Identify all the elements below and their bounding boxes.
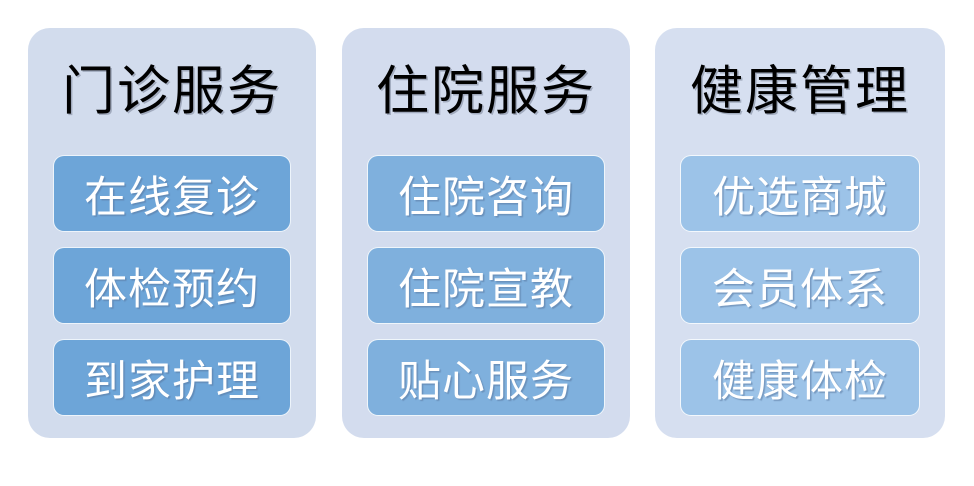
service-button-inpatient-education[interactable]: 住院宣教 (367, 247, 605, 324)
service-panel-health-management: 健康管理 优选商城 会员体系 健康体检 (655, 28, 945, 438)
service-button-inpatient-consult[interactable]: 住院咨询 (367, 155, 605, 232)
service-button-health-checkup[interactable]: 健康体检 (680, 339, 920, 416)
service-button-online-followup[interactable]: 在线复诊 (53, 155, 291, 232)
service-button-preferred-mall[interactable]: 优选商城 (680, 155, 920, 232)
service-button-stack-outpatient: 在线复诊 体检预约 到家护理 (28, 155, 316, 416)
service-button-stack-health-management: 优选商城 会员体系 健康体检 (655, 155, 945, 416)
service-button-considerate-service[interactable]: 贴心服务 (367, 339, 605, 416)
panel-title-inpatient: 住院服务 (376, 61, 596, 122)
service-button-home-nursing[interactable]: 到家护理 (53, 339, 291, 416)
service-button-checkup-appointment[interactable]: 体检预约 (53, 247, 291, 324)
service-panel-inpatient: 住院服务 住院咨询 住院宣教 贴心服务 (342, 28, 630, 438)
panel-title-health-management: 健康管理 (690, 61, 910, 122)
panel-title-outpatient: 门诊服务 (62, 61, 282, 122)
service-button-stack-inpatient: 住院咨询 住院宣教 贴心服务 (342, 155, 630, 416)
service-button-membership-system[interactable]: 会员体系 (680, 247, 920, 324)
service-panel-outpatient: 门诊服务 在线复诊 体检预约 到家护理 (28, 28, 316, 438)
